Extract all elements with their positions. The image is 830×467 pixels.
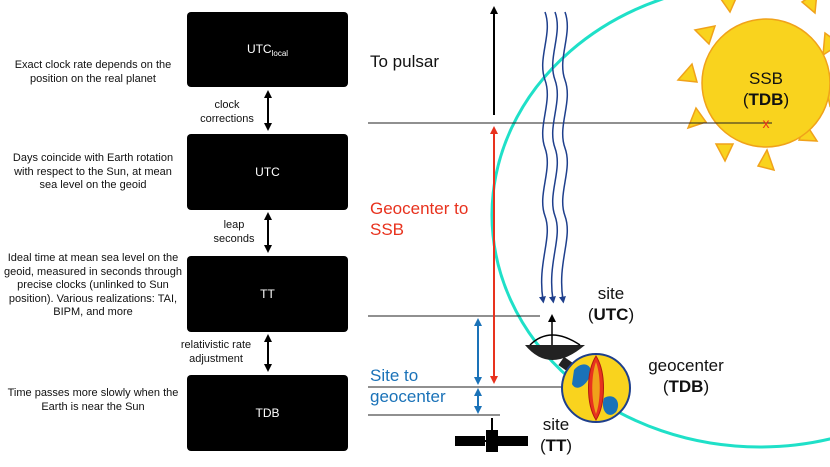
note-utc: Days coincide with Earth rotation with r… xyxy=(12,152,174,192)
box-utc-local-label: UTClocal xyxy=(246,41,289,58)
box-utc-local: UTClocal xyxy=(187,12,348,87)
label-leap-seconds: leap seconds xyxy=(213,219,255,245)
label-site-tt: site(TT) xyxy=(539,415,573,455)
box-utc: UTC xyxy=(187,134,348,210)
label-geocenter: geocenter(TDB) xyxy=(648,356,724,396)
box-tt: TT xyxy=(187,256,348,332)
label-to-pulsar: To pulsar xyxy=(370,52,439,71)
box-tdb-label: TDB xyxy=(255,406,280,420)
note-tt: Ideal time at mean sea level on the geoi… xyxy=(4,252,182,319)
box-tt-label: TT xyxy=(260,287,275,301)
earth-icon xyxy=(561,353,631,423)
pulsar-wave-icon xyxy=(538,11,569,304)
label-relativistic: relativistic rate adjustment xyxy=(180,339,252,365)
label-ssb: SSB(TDB) xyxy=(742,69,790,109)
label-geocenter-to-ssb: Geocenter to SSB xyxy=(370,199,469,239)
ssb-marker: x xyxy=(763,115,770,131)
note-tdb: Time passes more slowly when the Earth i… xyxy=(7,387,179,413)
label-site-to-geocenter: Site to geocenter xyxy=(370,366,446,406)
note-utc-local: Exact clock rate depends on the position… xyxy=(14,59,172,85)
satellite-icon xyxy=(455,418,528,452)
label-clock-corrections: clock corrections xyxy=(200,99,254,125)
box-tdb: TDB xyxy=(187,375,348,451)
box-utc-label: UTC xyxy=(255,165,280,179)
label-site-utc: site(UTC) xyxy=(587,284,635,324)
